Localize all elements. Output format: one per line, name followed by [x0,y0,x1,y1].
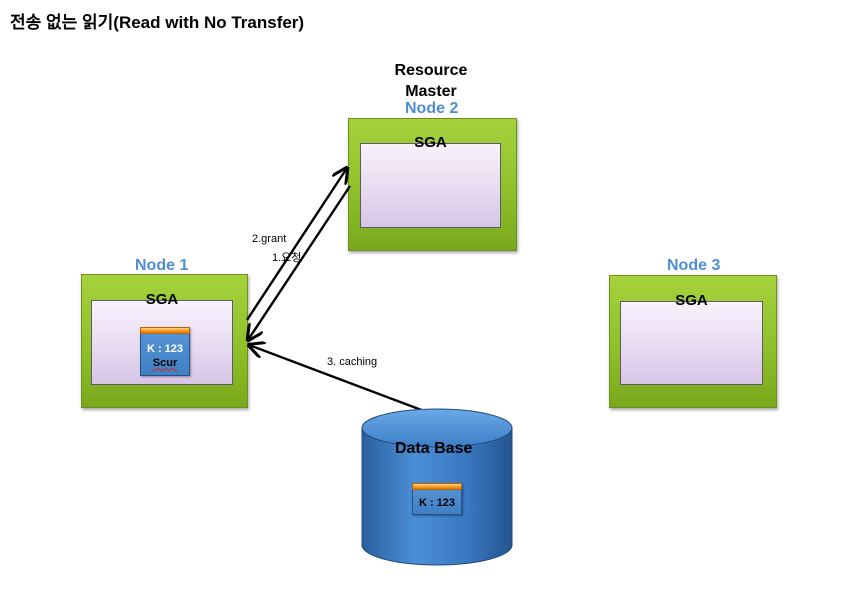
node2-sga-label: SGA [414,134,447,151]
node1-block-key: K : 123 [146,343,184,355]
database-block-key: K : 123 [418,497,456,509]
node1-cache-block: K : 123 Scur [140,327,190,376]
node2-box: SGA [348,118,517,251]
resource-master-line-1: Resource [394,62,468,79]
node2-label: Node 2 [405,100,459,117]
caching-label: 3. caching [327,356,378,368]
request-label: 1.요청 [272,252,302,264]
node2-sga: SGA [360,134,501,228]
page-title: 전송 없는 읽기(Read with No Transfer) [10,13,305,32]
request-arrow [245,168,347,321]
node1-block-cap [140,327,190,334]
resource-master-label: Resource Master [380,60,482,102]
node3-label: Node 3 [667,257,721,274]
resource-master-line-2: Master [405,83,457,100]
grant-arrow [248,185,352,340]
node1-block-status: Scur [152,357,178,369]
node1-label: Node 1 [135,257,189,274]
database-block: K : 123 [412,483,462,515]
node1-sga-label: SGA [145,291,179,308]
caching-arrow [249,345,441,419]
database-block-cap [412,483,462,490]
node3-box: SGA [609,275,777,408]
node1-box: SGA K : 123 Scur [81,274,248,408]
node1-sga: SGA K : 123 Scur [91,291,233,385]
node3-sga-label: SGA [675,292,708,309]
grant-label: 2.grant [252,233,287,245]
node3-sga: SGA [620,292,763,385]
database-label: Data Base [395,440,473,457]
